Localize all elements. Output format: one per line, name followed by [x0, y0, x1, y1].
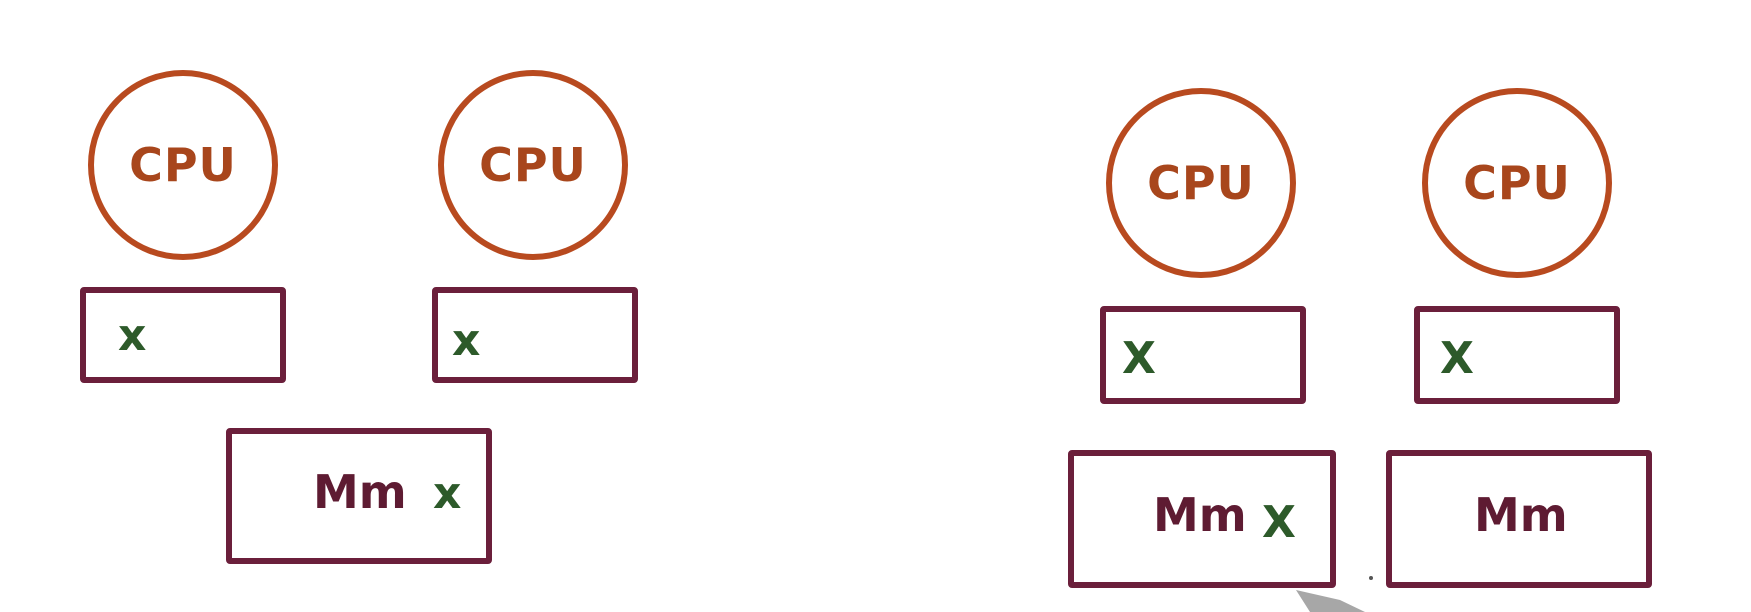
right-cpu-2: CPU: [1422, 88, 1612, 278]
right-memory-1: [1068, 450, 1336, 588]
left-memory-mark: x: [433, 468, 462, 519]
left-cache-1-mark: x: [118, 310, 147, 361]
right-cache-1-mark: X: [1122, 333, 1156, 384]
left-cpu-2-label: CPU: [479, 138, 587, 192]
right-cpu-1-label: CPU: [1147, 156, 1255, 210]
right-cache-2: [1414, 306, 1620, 404]
right-memory-2-label: Mm: [1474, 488, 1568, 542]
right-memory-1-mark: X: [1262, 497, 1296, 548]
right-cpu-1: CPU: [1106, 88, 1296, 278]
right-memory-2: [1386, 450, 1652, 588]
left-cache-2: [432, 287, 638, 383]
left-cache-2-mark: x: [452, 315, 481, 366]
right-memory-1-label: Mm: [1153, 488, 1247, 542]
left-memory-label: Mm: [313, 465, 407, 519]
left-cache-1: [80, 287, 286, 383]
left-cpu-1-label: CPU: [129, 138, 237, 192]
right-cache-2-mark: X: [1440, 333, 1474, 384]
left-cpu-1: CPU: [88, 70, 278, 260]
left-memory: [226, 428, 492, 564]
right-cache-1: [1100, 306, 1306, 404]
left-cpu-2: CPU: [438, 70, 628, 260]
right-cpu-2-label: CPU: [1463, 156, 1571, 210]
